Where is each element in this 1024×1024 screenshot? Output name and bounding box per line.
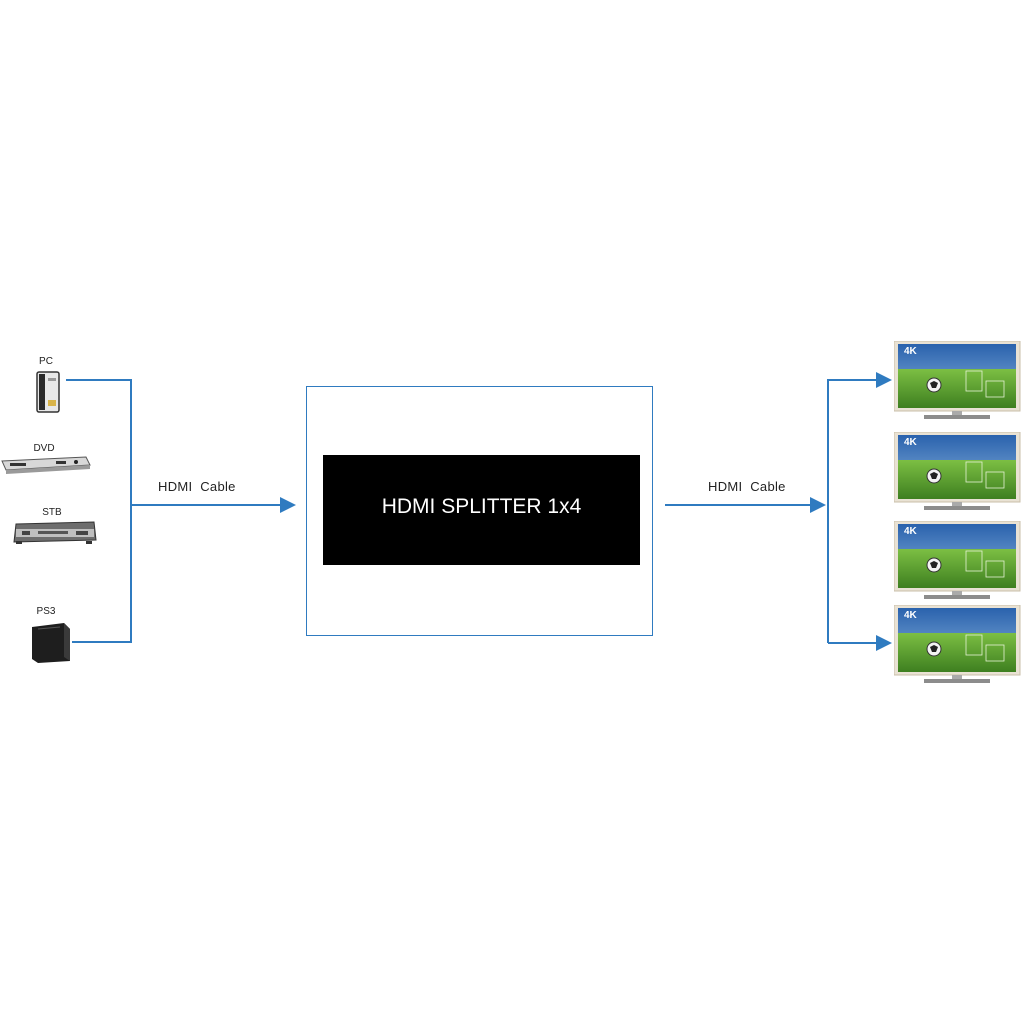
tv-display-2: 4K [893,431,1022,519]
splitter-frame [306,386,653,636]
pc-tower-icon [33,370,61,419]
tv-badge: 4K [904,437,917,448]
tv-badge: 4K [904,610,917,621]
input-cable-label: HDMI Cable [158,479,236,494]
tv-4k-icon [893,340,1022,428]
source-label-dvd: DVD [33,443,55,454]
source-label-stb: STB [42,507,62,518]
output-cable-label: HDMI Cable [708,479,786,494]
tv-4k-icon [893,520,1022,608]
source-label-pc: PC [39,356,53,367]
set-top-box-icon [12,518,98,551]
tv-badge: 4K [904,346,917,357]
tv-4k-icon [893,431,1022,519]
splitter-title: HDMI SPLITTER 1x4 [381,495,582,518]
splitter-device: HDMI SPLITTER 1x4 [323,455,640,565]
source-label-ps3: PS3 [36,606,56,617]
tv-display-4: 4K [893,604,1022,692]
ps3-console-icon [30,621,72,670]
tv-display-3: 4K [893,520,1022,608]
tv-4k-icon [893,604,1022,692]
tv-badge: 4K [904,526,917,537]
dvd-player-icon [0,455,92,480]
tv-display-1: 4K [893,340,1022,428]
